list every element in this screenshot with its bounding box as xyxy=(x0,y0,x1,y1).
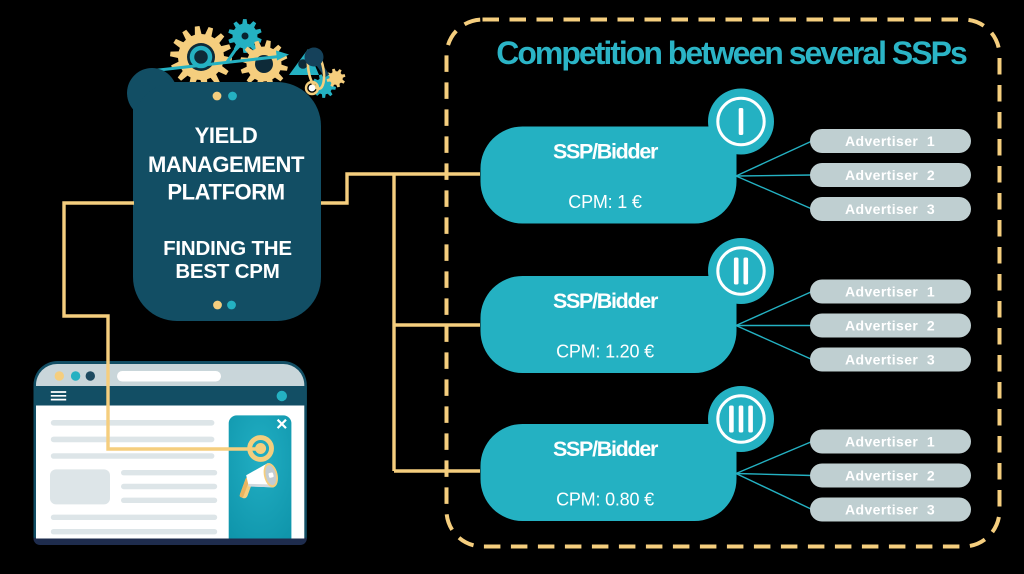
svg-text:Advertiser 2: Advertiser 2 xyxy=(845,167,935,183)
svg-text:Competition between several SS: Competition between several SSPs xyxy=(496,35,967,71)
svg-text:Advertiser 3: Advertiser 3 xyxy=(845,502,935,518)
svg-text:MANAGEMENT: MANAGEMENT xyxy=(148,152,305,177)
svg-text:CPM: 0.80 €: CPM: 0.80 € xyxy=(556,490,654,510)
svg-text:SSP/Bidder: SSP/Bidder xyxy=(553,140,659,164)
svg-text:CPM: 1.20 €: CPM: 1.20 € xyxy=(556,342,654,362)
svg-text:Advertiser 2: Advertiser 2 xyxy=(845,318,935,334)
svg-text:PLATFORM: PLATFORM xyxy=(167,180,284,205)
svg-text:SSP/Bidder: SSP/Bidder xyxy=(553,437,659,461)
svg-text:YIELD: YIELD xyxy=(195,123,258,148)
svg-text:Advertiser 1: Advertiser 1 xyxy=(845,434,935,450)
svg-text:Advertiser 3: Advertiser 3 xyxy=(845,201,935,217)
svg-text:Advertiser 2: Advertiser 2 xyxy=(845,468,935,484)
svg-text:BEST CPM: BEST CPM xyxy=(175,260,279,283)
svg-text:CPM: 1 €: CPM: 1 € xyxy=(568,192,642,212)
svg-text:SSP/Bidder: SSP/Bidder xyxy=(553,289,659,313)
svg-text:Advertiser 1: Advertiser 1 xyxy=(845,133,935,149)
svg-text:FINDING THE: FINDING THE xyxy=(163,237,292,260)
svg-text:Advertiser 3: Advertiser 3 xyxy=(845,352,935,368)
svg-text:Advertiser 1: Advertiser 1 xyxy=(845,284,935,300)
